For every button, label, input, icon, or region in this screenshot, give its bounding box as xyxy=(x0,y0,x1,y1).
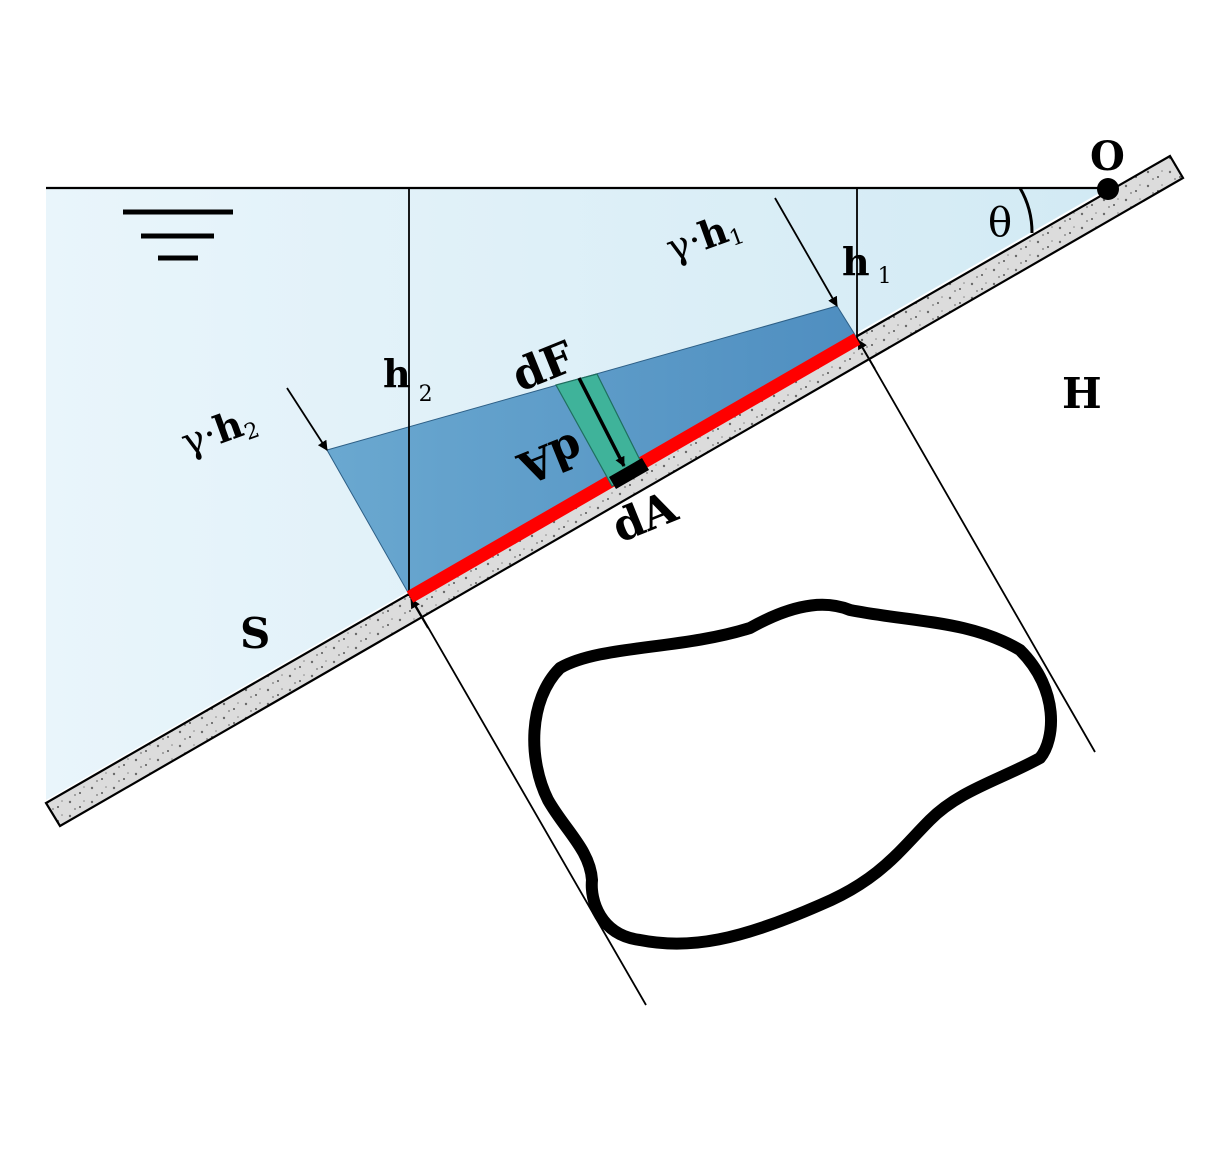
theta-label: θ xyxy=(988,200,1012,246)
free-surface-symbol xyxy=(123,209,233,261)
projection-line-upper xyxy=(856,337,1096,753)
dA-element xyxy=(609,458,649,489)
origin-label: O xyxy=(1090,133,1125,180)
projection-line-lower xyxy=(409,595,647,1006)
theta-angle-arc xyxy=(1018,187,1034,234)
dF-arrow xyxy=(577,377,626,467)
surface-S-label: S xyxy=(240,609,270,658)
depth-H-label: H xyxy=(1062,369,1102,418)
projected-area-outline xyxy=(528,598,1058,950)
plate-end-arrow-upper xyxy=(857,339,876,370)
origin-point xyxy=(1097,178,1119,200)
gamma-h1-arrow xyxy=(774,197,838,307)
plate-end-arrow-lower xyxy=(410,598,429,629)
gamma-h2-arrow xyxy=(286,387,328,451)
